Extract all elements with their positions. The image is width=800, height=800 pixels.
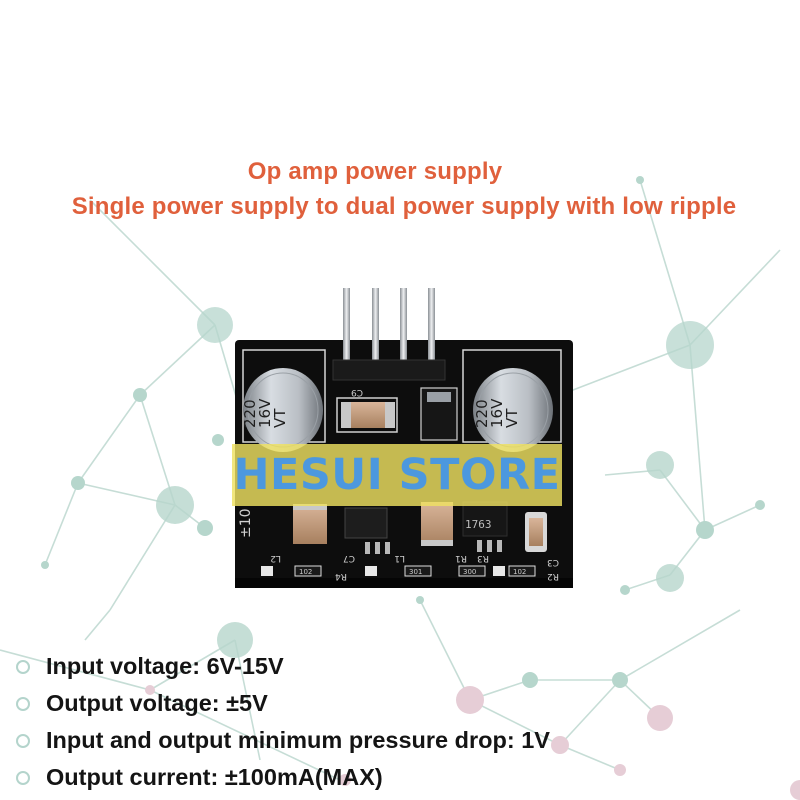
spec-list: Input voltage: 6V-15V Output voltage: ±5…: [16, 648, 550, 796]
spec-item: Output current: ±100mA(MAX): [16, 759, 550, 796]
tantalum-cap-left: [293, 504, 327, 544]
res-301: 301: [409, 568, 422, 576]
res-102-a: 102: [299, 568, 312, 576]
cap-right-value: 220: [473, 399, 491, 428]
tantalum-cap-right: [421, 502, 453, 546]
capacitor-right: 220 16V VT: [473, 368, 553, 452]
header-pins: [332, 288, 446, 381]
ic-code: 1763: [465, 518, 492, 531]
smd-resistor-row: 102 301 300 102: [261, 565, 536, 577]
label-l1: L1: [394, 553, 405, 563]
cap-left-value: 220: [241, 399, 259, 428]
label-r1: R1: [455, 553, 467, 563]
spec-input-voltage: Input voltage: 6V-15V: [46, 653, 284, 679]
spec-item: Input voltage: 6V-15V: [16, 648, 550, 685]
network-pink-nodes: [145, 685, 800, 800]
cap-right-voltage: 16V: [488, 398, 506, 428]
capacitor-left: 220 16V VT: [241, 368, 323, 452]
ic-chip-right: [462, 501, 508, 537]
board-side-label: ±10: [238, 508, 254, 538]
spec-pressure-drop: Input and output minimum pressure drop: …: [46, 727, 550, 753]
res-102-b: 102: [513, 568, 526, 576]
label-l2: L2: [270, 553, 281, 563]
label-r3: R3: [477, 553, 489, 563]
spec-output-voltage: Output voltage: ±5V: [46, 690, 268, 716]
store-watermark: HESUI STORE: [232, 444, 562, 506]
bullet-circle-icon: [16, 696, 30, 711]
title-line-1: Op amp power supply: [247, 158, 503, 185]
cap-right-series: VT: [503, 408, 521, 428]
title-line-2: Single power supply to dual power supply…: [71, 193, 737, 220]
bullet-circle-icon: [16, 770, 30, 785]
spec-item: Output voltage: ±5V: [16, 685, 550, 722]
tantalum-cap-small: [529, 518, 543, 546]
spec-item: Input and output minimum pressure drop: …: [16, 722, 550, 759]
bullet-circle-icon: [16, 659, 30, 674]
cap-left-voltage: 16V: [256, 398, 274, 428]
network-nodes: [41, 176, 765, 688]
spec-output-current: Output current: ±100mA(MAX): [46, 764, 383, 790]
res-300: 300: [463, 568, 476, 576]
label-c9: C9: [351, 387, 363, 397]
label-r2: R2: [547, 571, 559, 581]
bullet-circle-icon: [16, 733, 30, 748]
tantalum-cap-c9: [351, 402, 385, 428]
label-r4: R4: [335, 571, 347, 581]
label-c3: C3: [547, 557, 559, 567]
label-c7: C7: [343, 553, 355, 563]
power-module-board: 220 16V VT 220 16V VT C9 ±10 1763: [235, 288, 573, 588]
cap-left-series: VT: [271, 408, 289, 428]
ic-chip-left: [344, 507, 388, 539]
